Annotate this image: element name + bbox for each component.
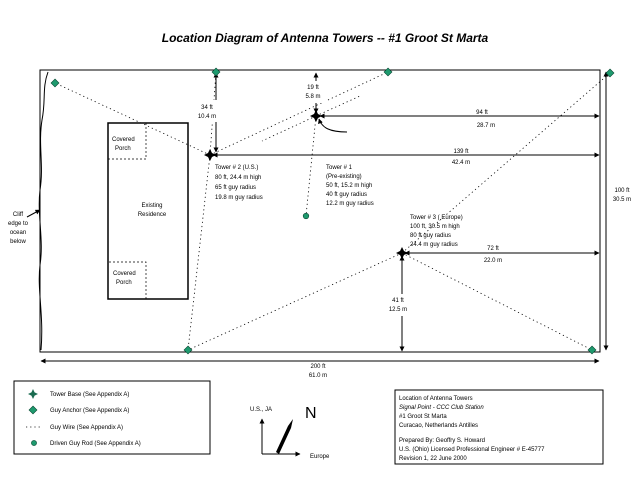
info-block: Location of Antenna Towers Signal Point … — [394, 389, 604, 465]
driven-guy-rod — [302, 212, 310, 220]
dim-label: 41 ft — [392, 298, 404, 304]
dim-label: 200 ft — [310, 364, 325, 370]
compass-us-label: U.S., JA — [250, 407, 272, 413]
legend-box — [13, 380, 211, 455]
dimension-labels: 34 ft 10.4 m 19 ft 5.8 m 94 ft 28.7 m 13… — [196, 81, 635, 379]
guy-anchor — [50, 78, 60, 88]
tower-label-line: 40 ft guy radius — [326, 192, 367, 198]
porch-top-label: Covered — [112, 137, 135, 143]
legend-label: Tower Base (See Appendix A) — [50, 392, 129, 398]
tower-label-line: 80 ft guy radius — [410, 233, 451, 239]
tower-europe-label: Tower # 3 ( Europe) 100 ft, 30.5 m high … — [410, 215, 463, 248]
dim-label: 72 ft — [487, 246, 499, 252]
driven-guy-rod-symbol — [31, 440, 37, 446]
guy-wire — [187, 252, 403, 351]
dim-label: 30.5 m — [613, 197, 631, 203]
dim-label: 34 ft — [201, 105, 213, 111]
guy-wire — [261, 115, 317, 142]
cliff-edge-line — [38, 71, 49, 351]
info-line: Location of Antenna Towers — [399, 396, 473, 402]
guy-anchor — [211, 67, 221, 77]
tower-label-line: Tower # 1 — [326, 165, 353, 171]
tower-base-existing — [310, 110, 322, 122]
cliff-note-line: Cliff — [13, 212, 24, 218]
tower-label-line: 19.8 m guy radius — [215, 195, 263, 201]
porch-bottom-label: Porch — [116, 280, 132, 286]
dim-label: 5.8 m — [305, 94, 320, 100]
dim-label: 42.4 m — [452, 160, 470, 166]
cliff-note-line: below — [10, 239, 26, 245]
tower1-label-leader — [318, 118, 348, 133]
legend: Tower Base (See Appendix A) Guy Anchor (… — [13, 380, 211, 455]
dim-label: 19 ft — [307, 85, 319, 91]
covered-porch-bottom — [108, 261, 147, 299]
info-box — [394, 389, 604, 465]
cliff-note-line: ocean — [10, 230, 26, 236]
covered-porch-top — [108, 123, 147, 160]
compass-north-label: N — [305, 405, 317, 422]
tower-label-line: Tower # 2 (U.S.) — [215, 165, 258, 171]
residence-label: Residence — [138, 212, 167, 218]
property-boundary — [39, 69, 601, 353]
info-line: Revision 1, 22 June 2000 — [399, 456, 467, 462]
guy-anchor-symbol — [28, 405, 38, 415]
guy-anchor — [587, 345, 597, 355]
dimension-lines — [40, 71, 609, 364]
tower-base-europe — [396, 247, 408, 259]
tower-label-line: 100 ft, 30.5 m high — [410, 224, 460, 230]
dim-label: 12.5 m — [389, 307, 407, 313]
tower-label-line: 65 ft guy radius — [215, 185, 256, 191]
dim-label: 10.4 m — [198, 114, 216, 120]
cliff-note: Cliff edge to ocean below — [8, 212, 29, 245]
tower-base-us — [204, 149, 216, 161]
tower-label-line: 50 ft, 15.2 m high — [326, 183, 372, 189]
info-line: U.S. (Ohio) Licensed Professional Engine… — [399, 447, 545, 453]
tower-existing-label: Tower # 1 (Pre-existing) 50 ft, 15.2 m h… — [326, 165, 374, 207]
legend-label: Driven Guy Rod (See Appendix A) — [50, 441, 141, 447]
guy-anchor — [605, 68, 615, 78]
tower-label-line: 24.4 m guy radius — [410, 242, 458, 248]
porch-top-label: Porch — [115, 146, 131, 152]
guy-wire — [305, 115, 317, 217]
guy-anchors — [50, 67, 615, 355]
tower-label-line: 80 ft, 24.4 m high — [215, 175, 261, 181]
info-line: Curacao, Netherlands Antilles — [399, 423, 478, 429]
guy-wire — [187, 154, 211, 351]
legend-label: Guy Wire (See Appendix A) — [50, 425, 123, 431]
tower-label-line: 12.2 m guy radius — [326, 201, 374, 207]
info-line: Signal Point - CCC Club Station — [399, 405, 484, 411]
residence-label: Existing — [141, 203, 162, 209]
porch-bottom-label: Covered — [113, 271, 136, 277]
guy-wire — [54, 82, 211, 156]
info-line: #1 Groot St Marta — [399, 414, 447, 420]
dim-label: 139 ft — [453, 149, 468, 155]
legend-label: Guy Anchor (See Appendix A) — [50, 408, 129, 414]
guy-anchor — [383, 67, 393, 77]
dim-label: 28.7 m — [477, 123, 495, 129]
guy-wire — [209, 71, 389, 156]
info-line: Prepared By: Geoffry S. Howard — [399, 438, 485, 444]
guy-wires — [54, 71, 611, 351]
compass-europe-label: Europe — [310, 454, 330, 460]
dim-label: 94 ft — [476, 110, 488, 116]
dim-label: 100 ft — [614, 188, 629, 194]
tower-us-label: Tower # 2 (U.S.) 80 ft, 24.4 m high 65 f… — [215, 165, 263, 201]
tower-label-line: Tower # 3 ( Europe) — [410, 215, 463, 221]
cliff-note-line: edge to — [8, 221, 29, 227]
tower-base-symbol — [28, 389, 38, 399]
guy-wire — [401, 252, 593, 351]
existing-residence — [107, 122, 189, 300]
cliff-note-arrow — [26, 209, 41, 218]
diagram-title: Location Diagram of Antenna Towers -- #1… — [162, 31, 489, 45]
guy-anchor — [183, 345, 193, 355]
dim-label: 22.0 m — [484, 258, 502, 264]
dim-label: 61.0 m — [309, 373, 327, 379]
north-arrow-icon — [276, 419, 293, 454]
compass: U.S., JA Europe N — [250, 405, 330, 460]
tower-label-line: (Pre-existing) — [326, 174, 362, 180]
